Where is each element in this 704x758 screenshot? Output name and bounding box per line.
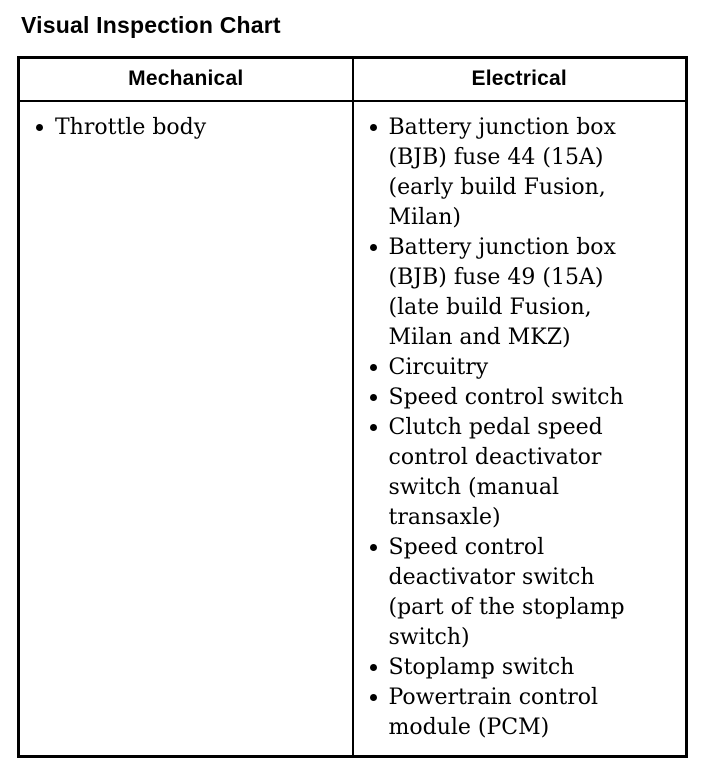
- list-item: Throttle body: [34, 113, 321, 143]
- column-header-electrical: Electrical: [351, 56, 688, 102]
- header-row: Mechanical Electrical: [17, 56, 688, 102]
- column-header-mechanical: Mechanical: [17, 56, 354, 102]
- list-item: Powertrain control module (PCM): [368, 683, 655, 743]
- table-body: Throttle body Battery junction box (BJB)…: [17, 100, 688, 758]
- electrical-list: Battery junction box (BJB) fuse 44 (15A)…: [368, 113, 680, 743]
- table-header: Mechanical Electrical: [17, 56, 688, 102]
- list-item: Speed control switch: [368, 383, 655, 413]
- list-item: Clutch pedal speed control deactivator s…: [368, 413, 655, 533]
- list-item: Speed control deactivator switch (part o…: [368, 533, 655, 653]
- list-item: Stoplamp switch: [368, 653, 655, 683]
- list-item: Circuitry: [368, 353, 655, 383]
- list-item: Battery junction box (BJB) fuse 44 (15A)…: [368, 113, 655, 233]
- mechanical-cell: Throttle body: [17, 100, 354, 758]
- visual-inspection-table: Mechanical Electrical Throttle body Batt…: [17, 56, 688, 758]
- mechanical-list: Throttle body: [34, 113, 346, 143]
- list-item: Battery junction box (BJB) fuse 49 (15A)…: [368, 233, 655, 353]
- page-title: Visual Inspection Chart: [21, 12, 281, 38]
- table-row: Throttle body Battery junction box (BJB)…: [17, 100, 688, 758]
- electrical-cell: Battery junction box (BJB) fuse 44 (15A)…: [351, 100, 688, 758]
